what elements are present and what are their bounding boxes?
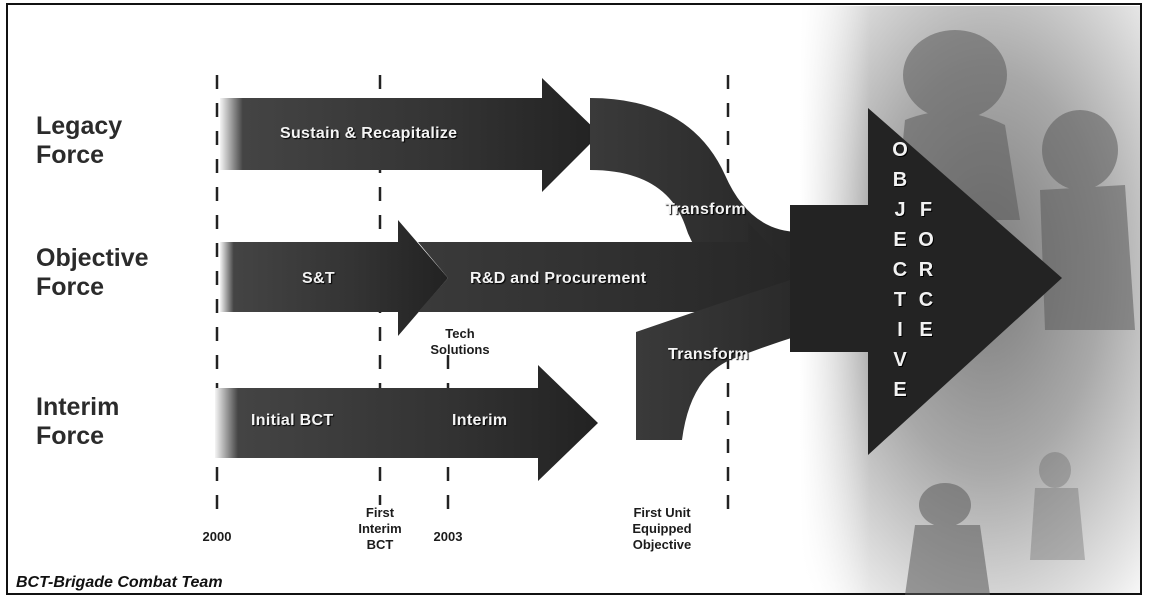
objective-force-letter: E (893, 229, 907, 251)
objective-force-letter: O (918, 229, 934, 251)
legacy-force-label: Legacy Force (36, 112, 123, 169)
objective-force-letter: J (894, 199, 906, 221)
sustain-recapitalize-text: Sustain & Recapitalize (280, 125, 458, 142)
initial-bct-text: Initial BCT (251, 412, 334, 429)
interim-text: Interim (452, 412, 508, 429)
objective-force-letter: F (919, 199, 933, 221)
objective-force-letter: T (893, 289, 907, 311)
objective-force-letter: I (897, 319, 903, 341)
interim-force-label: Interim Force (36, 393, 120, 450)
objective-force-letter: R (918, 259, 934, 281)
milestone-first-interim-bct-label: First Interim BCT (358, 505, 402, 552)
diagram-frame (6, 3, 1142, 595)
footnote: BCT-Brigade Combat Team (16, 574, 223, 591)
milestone-2000-label: 2000 (202, 529, 232, 544)
rd-procurement-arrow (418, 222, 800, 334)
milestone-2003-label: 2003 (433, 529, 463, 544)
objective-force-letter: C (918, 289, 934, 311)
objective-force-letter: B (892, 169, 908, 191)
rd-procurement-text: R&D and Procurement (470, 270, 647, 287)
objective-force-label: Objective Force (36, 244, 149, 301)
objective-force-letter: C (892, 259, 908, 281)
objective-force-letter: O (892, 139, 908, 161)
objective-force-letter: E (893, 379, 907, 401)
transform-upper-text: Transform (665, 201, 746, 218)
st-arrow (220, 220, 448, 336)
interim-arrow (215, 365, 598, 481)
transform-lower-text: Transform (668, 346, 749, 363)
tech-solutions-label: Tech Solutions (430, 326, 490, 357)
interim-transform-path (636, 270, 835, 440)
milestone-first-unit-label: First Unit Equipped Objective (632, 505, 692, 552)
objective-force-letter: V (893, 349, 907, 371)
objective-force-letter: E (919, 319, 933, 341)
sustain-recapitalize-arrow (220, 78, 600, 192)
objective-force-arrow (790, 108, 1062, 455)
st-text: S&T (302, 270, 335, 287)
